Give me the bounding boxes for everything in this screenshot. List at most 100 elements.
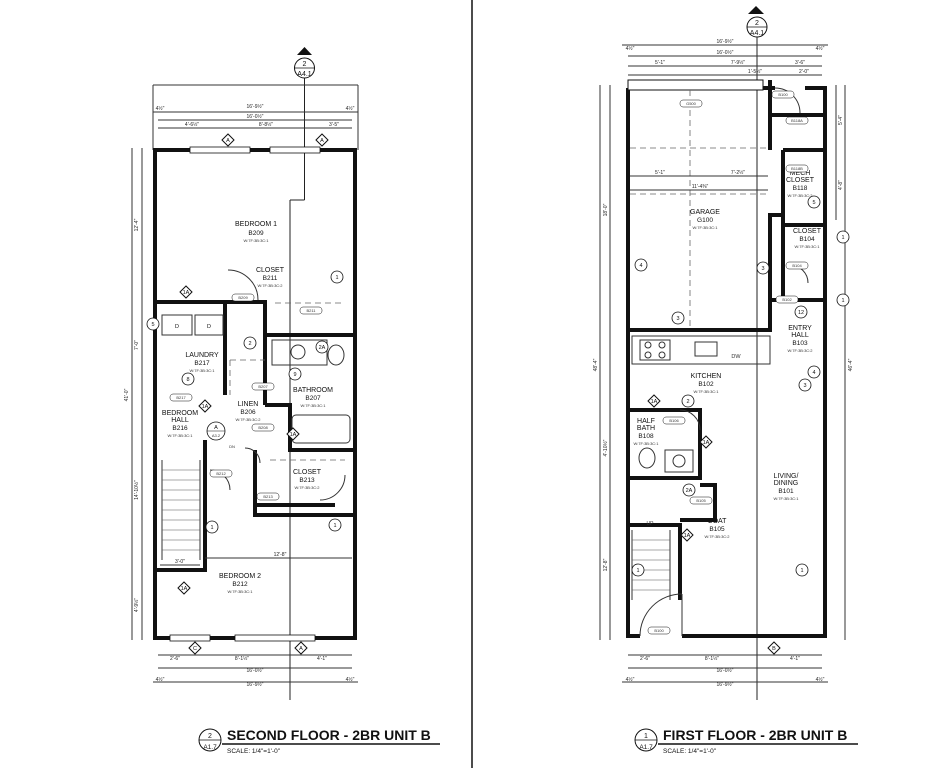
svg-text:3: 3	[761, 266, 764, 272]
svg-text:B212: B212	[232, 581, 248, 588]
svg-text:CLOSET: CLOSET	[786, 177, 815, 184]
svg-text:HALL: HALL	[171, 417, 189, 424]
right-dimensions: 46'-4" 5'-4" 4'-8"	[835, 85, 854, 640]
svg-text:BEDROOM: BEDROOM	[162, 410, 198, 417]
section-marker-top: 2 A4.1	[746, 6, 768, 700]
detail-tags: 1 1 1 2 2A 8 9 5 1A 1A 1A 1A	[146, 270, 344, 595]
svg-text:G500: G500	[686, 101, 697, 106]
svg-text:B102: B102	[782, 297, 792, 302]
svg-text:2: 2	[686, 399, 689, 405]
svg-text:16'-0½": 16'-0½"	[717, 49, 734, 56]
svg-text:8'-1½": 8'-1½"	[705, 655, 719, 662]
svg-text:B118B: B118B	[791, 166, 803, 171]
svg-text:B208: B208	[258, 425, 268, 430]
svg-text:4'-8": 4'-8"	[838, 180, 844, 190]
door-tags: B100 B118A B118B B102 B104 B106 B105 B10…	[647, 90, 809, 635]
svg-text:BEDROOM 1: BEDROOM 1	[235, 221, 277, 228]
top-dimensions: 4½" 4½" 16'-9½" 16'-0½" 4'-6½" 8'-8½" 3'…	[152, 84, 359, 150]
svg-text:16'-9½": 16'-9½"	[717, 38, 734, 45]
svg-text:A4.1: A4.1	[750, 30, 765, 37]
svg-text:B101: B101	[778, 488, 794, 495]
room-label-half-bath: HALF BATH B108 W:7F:3B:3C:1	[633, 418, 659, 446]
svg-text:B206: B206	[240, 409, 256, 416]
svg-text:B100: B100	[778, 92, 788, 97]
svg-text:2A: 2A	[319, 345, 326, 351]
drawing-scale: SCALE: 1/4"=1'-0"	[663, 748, 717, 755]
svg-text:5: 5	[812, 200, 815, 206]
dim-top-sub1: 4'-6½"	[185, 121, 199, 128]
title-block-second-floor: 2 A1.7 SECOND FLOOR - 2BR UNIT B SCALE: …	[198, 727, 440, 755]
drawing-title: SECOND FLOOR - 2BR UNIT B	[227, 727, 431, 743]
dim-bot-sub3: 4'-1"	[317, 656, 327, 662]
svg-text:W:7F:3B:3C:1: W:7F:3B:3C:1	[692, 225, 718, 230]
svg-text:4½": 4½"	[816, 45, 825, 52]
room-label-entry-hall: ENTRY HALL B103 W:7F:3B:3C:2	[787, 325, 813, 353]
first-floor-plan: 2 A4.1 16'-9½" 4½" 4½" 16'-0½" 5'-1" 7'-…	[593, 6, 858, 755]
svg-text:1: 1	[636, 568, 639, 574]
svg-text:12: 12	[798, 310, 804, 316]
dim-top-inner: 16'-0½"	[247, 113, 264, 120]
svg-text:COAT: COAT	[708, 518, 728, 525]
svg-text:B: B	[772, 646, 776, 652]
section-sheet: A4.1	[297, 71, 312, 78]
laundry-mark: D	[207, 324, 211, 330]
grid-tag: A	[226, 138, 230, 144]
svg-text:B118: B118	[793, 185, 808, 192]
svg-text:4'-10½": 4'-10½"	[602, 439, 609, 456]
svg-text:W:7F:3B:3C:1: W:7F:3B:3C:1	[633, 441, 659, 446]
svg-text:W:7F:3B:3C:1: W:7F:3B:3C:1	[693, 389, 719, 394]
svg-text:4: 4	[639, 263, 642, 269]
drawing-title: FIRST FLOOR - 2BR UNIT B	[663, 727, 847, 743]
room-label-garage: GARAGE G100 W:7F:3B:3C:1	[690, 209, 720, 230]
svg-text:B211: B211	[263, 275, 278, 282]
svg-text:3'-6": 3'-6"	[795, 60, 805, 66]
room-label-coat: COAT B105 W:7F:3B:3C:2	[704, 518, 730, 539]
svg-text:LINEN: LINEN	[238, 401, 259, 408]
svg-text:4: 4	[812, 370, 815, 376]
svg-text:HALF: HALF	[637, 418, 655, 425]
svg-text:1: 1	[335, 275, 338, 281]
svg-text:16'-9½": 16'-9½"	[717, 681, 734, 688]
detail-tags: 1 1 1 1 2 2A 3 3 3 4 4 5 12 1A	[631, 195, 850, 577]
svg-text:A3.2: A3.2	[212, 433, 221, 438]
svg-text:B213: B213	[299, 477, 315, 484]
dim-bot-sub2: 8'-1½"	[235, 655, 249, 662]
svg-text:1: 1	[841, 235, 844, 241]
dim-top-overall: 16'-9½"	[247, 103, 264, 110]
dim-left1: 12'-4"	[134, 218, 140, 231]
svg-text:G100: G100	[697, 217, 713, 224]
svg-text:11'-4⅜": 11'-4⅜"	[692, 184, 709, 190]
room-label-bedroom-1: BEDROOM 1 B209 W:7F:3B:3C:1	[235, 221, 277, 243]
svg-text:W:7F:3B:3C:1: W:7F:3B:3C:1	[167, 433, 193, 438]
svg-text:1A: 1A	[651, 399, 658, 405]
room-label-bedroom-hall: BEDROOM HALL B216 W:7F:3B:3C:1	[162, 410, 198, 438]
svg-text:1A: 1A	[290, 432, 297, 438]
svg-text:GARAGE: GARAGE	[690, 209, 720, 216]
svg-text:4½": 4½"	[346, 676, 355, 683]
svg-text:B103: B103	[792, 340, 808, 347]
bottom-dimensions: C A 2'-6" 8'-1½" 4'-1" 16'-0½" 4½" 4½" 1…	[153, 641, 358, 688]
svg-text:W:7F:3B:3C:1: W:7F:3B:3C:1	[300, 403, 326, 408]
svg-text:5: 5	[151, 322, 154, 328]
svg-text:B106: B106	[669, 418, 679, 423]
svg-text:1A: 1A	[703, 440, 710, 446]
svg-text:KITCHEN: KITCHEN	[691, 373, 722, 380]
svg-text:2'-0": 2'-0"	[799, 69, 809, 75]
svg-text:B209: B209	[248, 230, 264, 237]
dim-top-sub3: 3'-5"	[329, 122, 339, 128]
room-label-closet: CLOSET B211 W:7F:3B:3C:2	[256, 267, 285, 288]
svg-text:CLOSET: CLOSET	[256, 267, 285, 274]
svg-text:B207: B207	[305, 395, 321, 402]
dim-left4: 4'-9½"	[133, 598, 140, 612]
svg-text:A1.7: A1.7	[639, 744, 653, 751]
room-label-laundry: LAUNDRY B217 W:7F:3B:3C:1	[185, 352, 219, 373]
svg-text:1A: 1A	[684, 533, 691, 539]
svg-text:5'-4": 5'-4"	[838, 115, 844, 125]
svg-text:2'-6": 2'-6"	[640, 656, 650, 662]
svg-text:B118A: B118A	[791, 118, 803, 123]
svg-text:7'-9½": 7'-9½"	[731, 59, 745, 66]
svg-text:BATH: BATH	[637, 425, 655, 432]
dim-mid2: 3'-0"	[175, 559, 185, 565]
room-label-closet: CLOSET B104 W:7F:3B:3C:1	[793, 228, 822, 249]
svg-text:4½": 4½"	[816, 676, 825, 683]
